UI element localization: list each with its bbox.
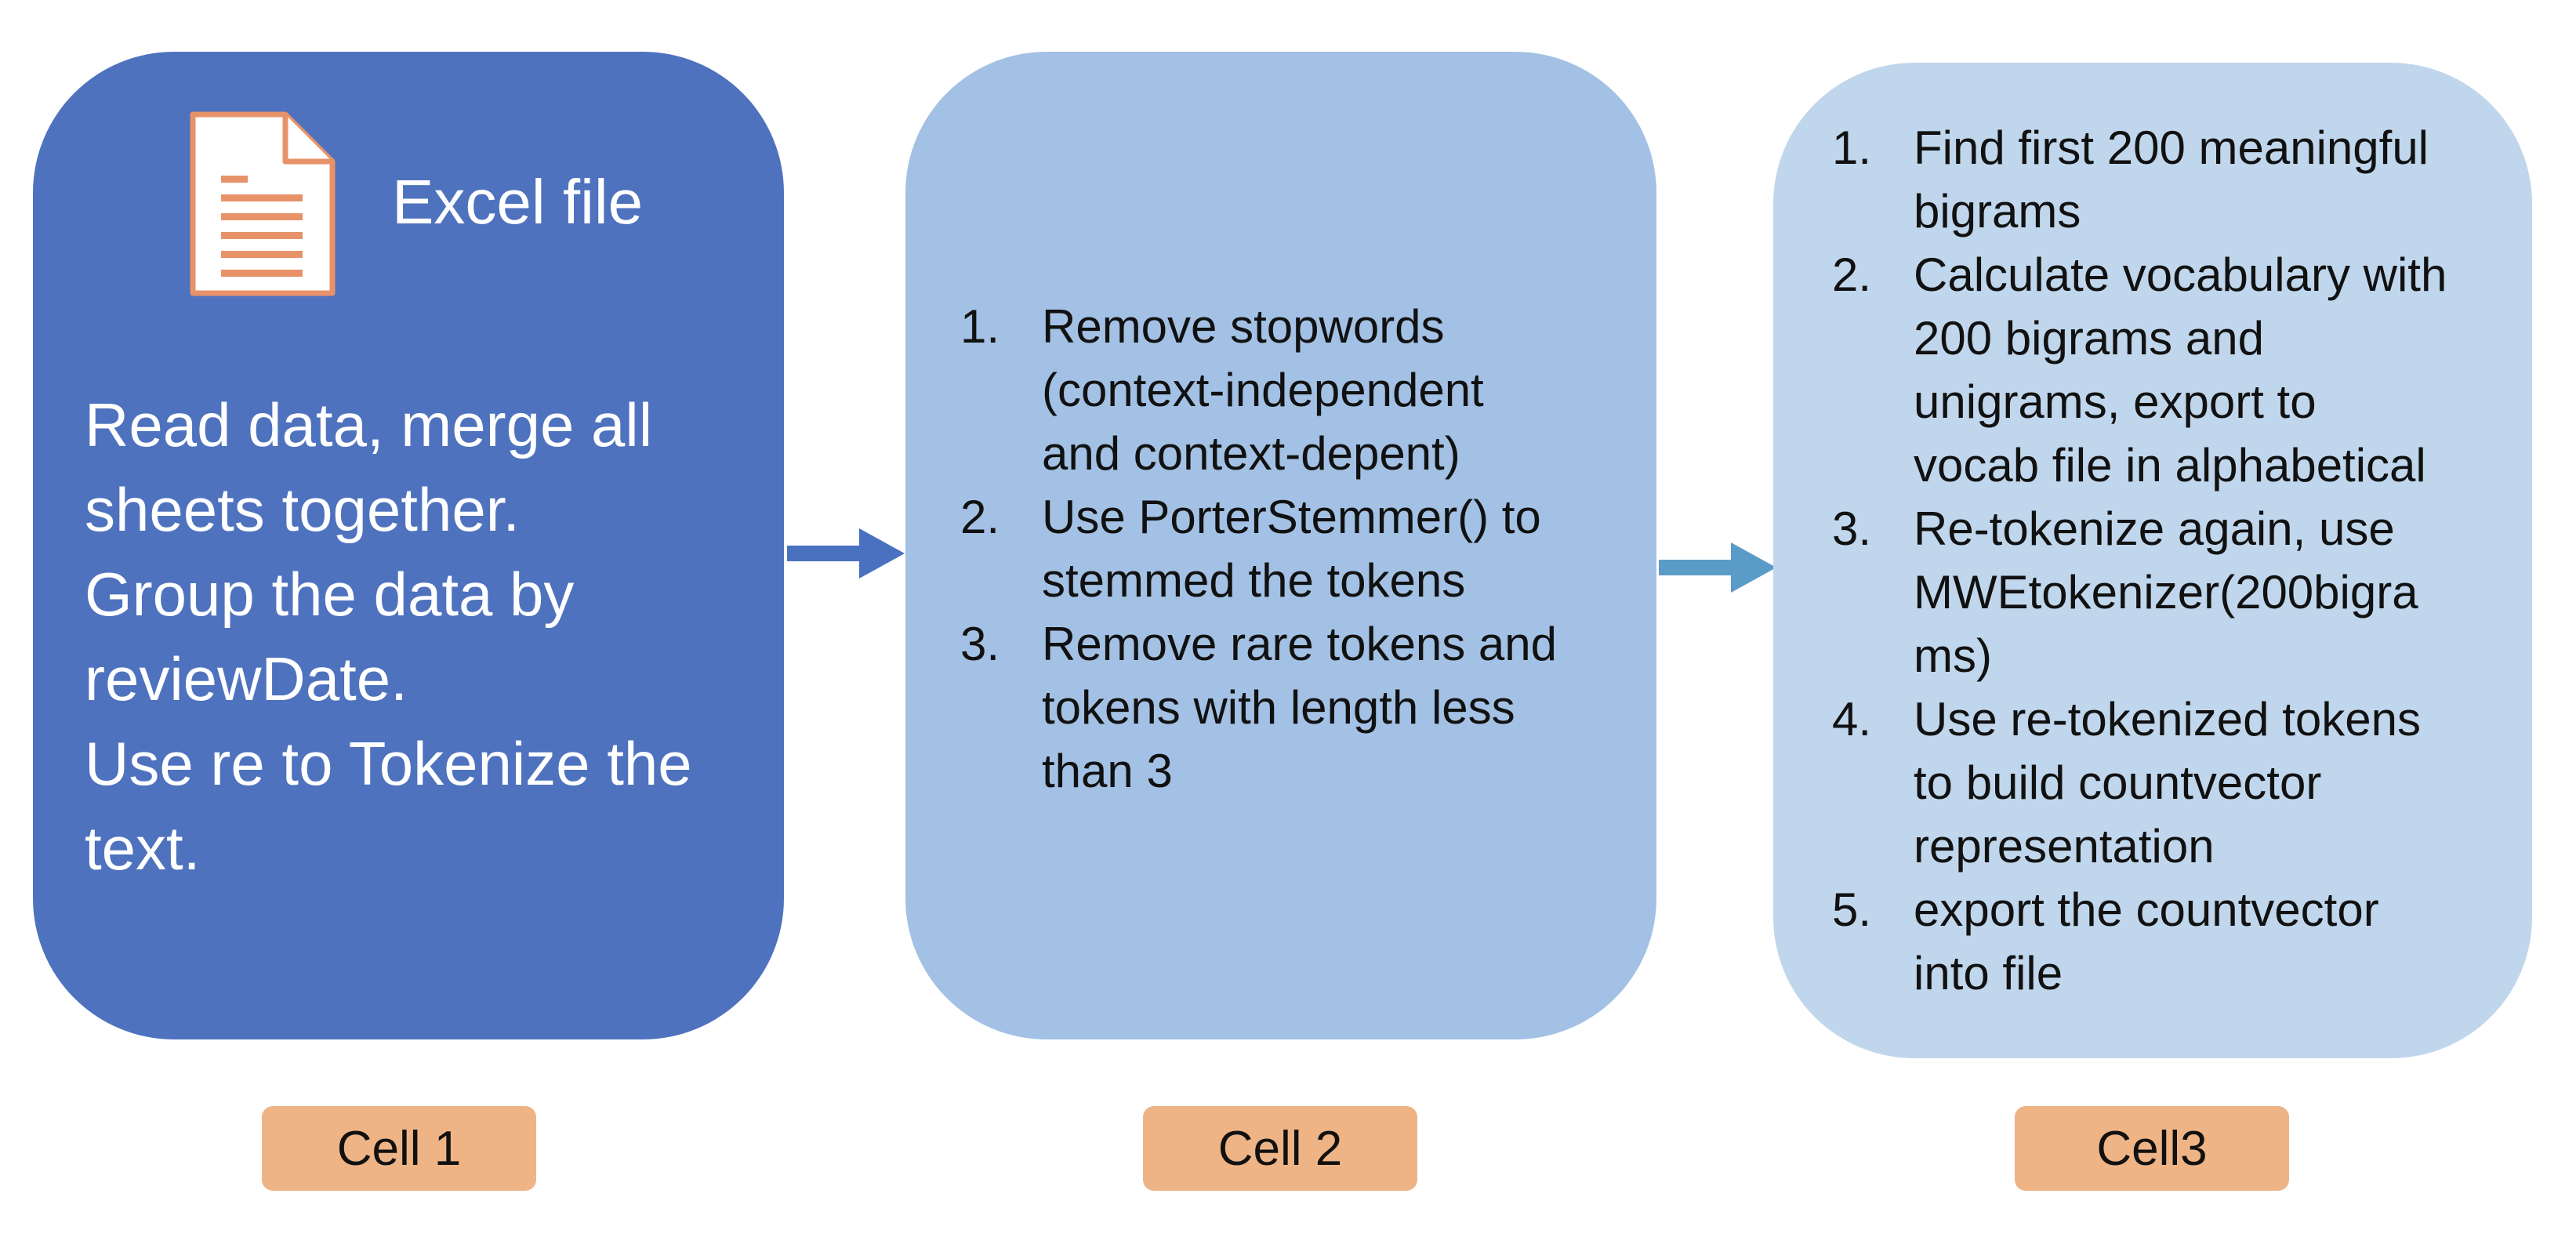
step-line: bigrams [1914,185,2081,238]
cell2-label: Cell 2 [1143,1106,1417,1191]
step-line: unigrams, export to [1914,375,2317,428]
step-line: Calculate vocabulary with [1914,248,2447,301]
step-line: (context-independent [1042,364,1484,416]
cell3-step: 5. export the countvector into file [1832,878,2498,1005]
cell2-step: 1. Remove stopwords (context-independent… [960,295,1603,485]
step-line: to build countvector [1914,756,2322,809]
cell2-step-list: 1. Remove stopwords (context-independent… [960,295,1603,803]
step-line: vocab file in alphabetical [1914,439,2426,492]
step-line: into file [1914,947,2063,999]
step-number: 2. [1832,248,1872,301]
cell3-step-list: 1. Find first 200 meaningful bigrams 2. … [1832,116,2498,1005]
cell3-step: 1. Find first 200 meaningful bigrams [1832,116,2498,243]
cell3-box [1773,63,2532,1058]
step-number: 1. [960,300,1000,353]
cell1-line: Use re to Tokenize the [85,729,692,798]
cell3-label: Cell3 [2015,1106,2289,1191]
right-arrow-icon [787,528,905,579]
right-arrow-icon [1659,542,1776,593]
step-line: and context-depent) [1042,427,1460,480]
step-line: Use re-tokenized tokens [1914,693,2421,745]
step-line: representation [1914,820,2215,872]
cell1-description: Read data, merge all sheets together. Gr… [85,383,775,891]
step-number: 1. [1832,122,1872,174]
document-icon [190,111,336,296]
cell3-step: 2. Calculate vocabulary with 200 bigrams… [1832,243,2498,497]
step-line: Find first 200 meaningful [1914,122,2429,174]
cell1-line: Read data, merge all [85,390,653,459]
step-line: Remove rare tokens and [1042,618,1558,670]
step-line: ms) [1914,629,1992,682]
step-line: tokens with length less [1042,681,1515,734]
step-line: Use PorterStemmer() to [1042,491,1541,543]
cell1-line: Group the data by [85,560,575,629]
step-line: Re-tokenize again, use [1914,502,2395,555]
cell1-line: reviewDate. [85,644,408,713]
cell2-step: 2. Use PorterStemmer() to stemmed the to… [960,485,1603,612]
cell1-line: text. [85,814,201,883]
step-number: 3. [1832,502,1872,555]
step-number: 4. [1832,693,1872,745]
cell1-label: Cell 1 [262,1106,536,1191]
cell1-line: sheets together. [85,475,521,544]
excel-file-title: Excel file [392,167,644,237]
step-line: export the countvector [1914,883,2379,936]
cell3-step: 3. Re-tokenize again, use MWEtokenizer(2… [1832,497,2498,687]
cell2-box [905,52,1656,1039]
step-line: than 3 [1042,745,1173,797]
cell3-step: 4. Use re-tokenized tokens to build coun… [1832,687,2498,878]
step-line: 200 bigrams and [1914,312,2264,365]
cell2-step: 3. Remove rare tokens and tokens with le… [960,612,1603,803]
step-line: Remove stopwords [1042,300,1445,353]
step-number: 2. [960,491,1000,543]
step-line: stemmed the tokens [1042,554,1466,607]
step-number: 3. [960,618,1000,670]
cell1-box [33,52,784,1039]
step-line: MWEtokenizer(200bigra [1914,566,2418,618]
step-number: 5. [1832,883,1872,936]
